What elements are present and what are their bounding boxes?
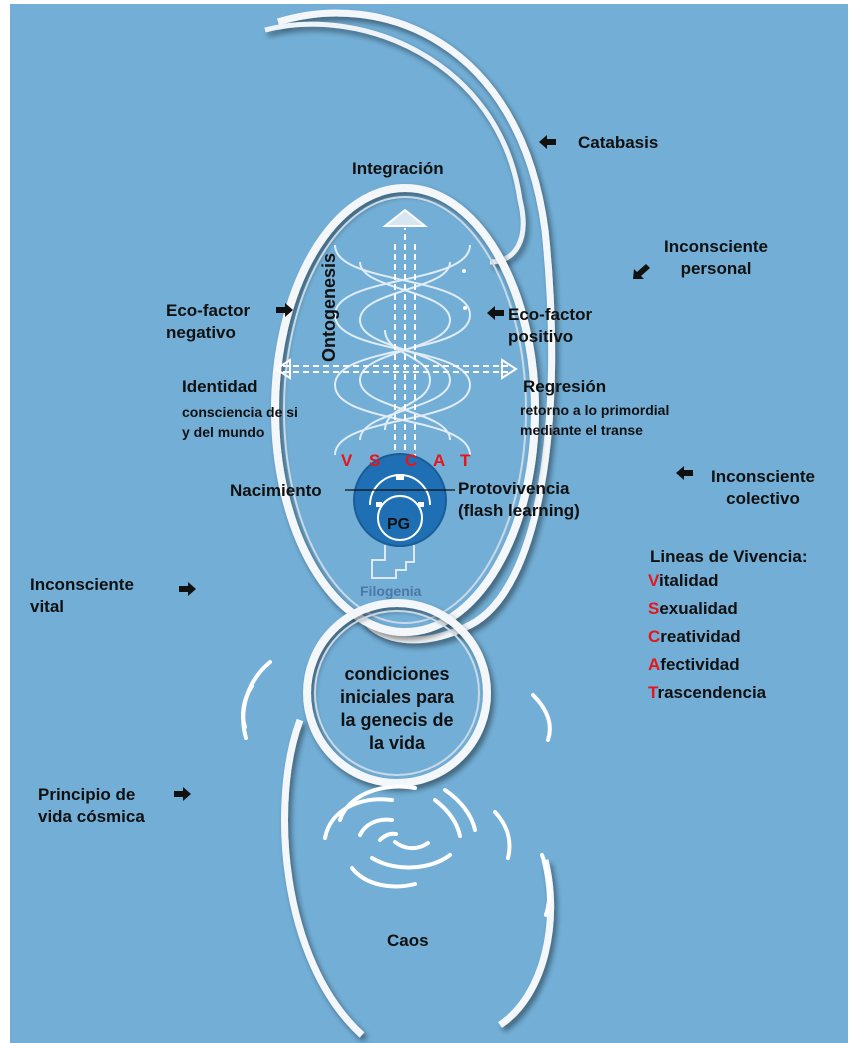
integration-triangle [385,210,425,226]
dot-marker [463,306,467,310]
ontogenesis-helix [335,245,470,455]
arrow-right-icon [173,787,191,801]
vscat-letter: A [433,450,445,472]
linea-item: Sexualidad [648,598,766,620]
label-inconsciente-colectivo: Inconsciente colectivo [698,466,828,510]
linea-item: Afectividad [648,654,766,676]
label-caos: Caos [387,930,429,952]
label-nacimiento: Nacimiento [230,480,322,502]
label-protovivencia: Protovivencia (flash learning) [458,478,580,522]
label-regresion: Regresión [523,376,606,398]
linea-item: Vitalidad [648,570,766,592]
label-lineas-title: Lineas de Vivencia: [650,546,807,568]
label-identidad: Identidad [182,376,258,398]
label-identidad-sub: consciencia de si y del mundo [182,402,298,442]
arrow-left-icon [539,135,557,149]
linea-rest: exualidad [659,599,737,618]
arrow-right-icon [178,582,196,596]
arrow-right-icon [275,303,293,317]
linea-initial: S [648,599,659,618]
linea-initial: A [648,655,660,674]
label-inconsciente-vital: Inconsciente vital [30,574,134,618]
arrow-left-icon [487,306,505,320]
linea-initial: V [648,571,659,590]
vscat-letter: C [405,450,417,472]
linea-rest: rascendencia [657,683,766,702]
label-eco-negativo: Eco-factor negativo [166,300,250,344]
vscat-letter: V [341,450,352,472]
axis-right-head [502,360,516,378]
arrow-left-icon [676,466,694,480]
filogenia-glyph [372,545,414,578]
chaos-loop [285,720,551,1035]
vscat-letter: S [369,450,380,472]
label-pg: PG [387,514,410,536]
label-condiciones: condiciones iniciales para la genecis de… [317,663,477,755]
dot-marker [462,269,466,273]
linea-rest: reatividad [660,627,740,646]
label-catabasis: Catabasis [578,132,658,154]
linea-rest: italidad [659,571,719,590]
label-filogenia: Filogenia [360,580,421,602]
label-principio: Principio de vida cósmica [38,784,145,828]
vscat-letter: T [460,450,470,472]
label-integracion: Integración [352,158,444,180]
linea-item: Creatividad [648,626,766,648]
linea-item: Trascendencia [648,682,766,704]
lineas-list: Vitalidad Sexualidad Creatividad Afectiv… [648,570,766,704]
label-eco-positivo: Eco-factor positivo [508,304,592,348]
label-regresion-sub: retorno a lo primordial mediante el tran… [520,400,669,440]
label-inconsciente-personal: Inconsciente personal [656,236,776,280]
label-ontogenesis: Ontogenesis [318,222,340,362]
linea-initial: C [648,627,660,646]
linea-rest: fectividad [660,655,739,674]
arrow-down-left-icon [632,264,650,278]
